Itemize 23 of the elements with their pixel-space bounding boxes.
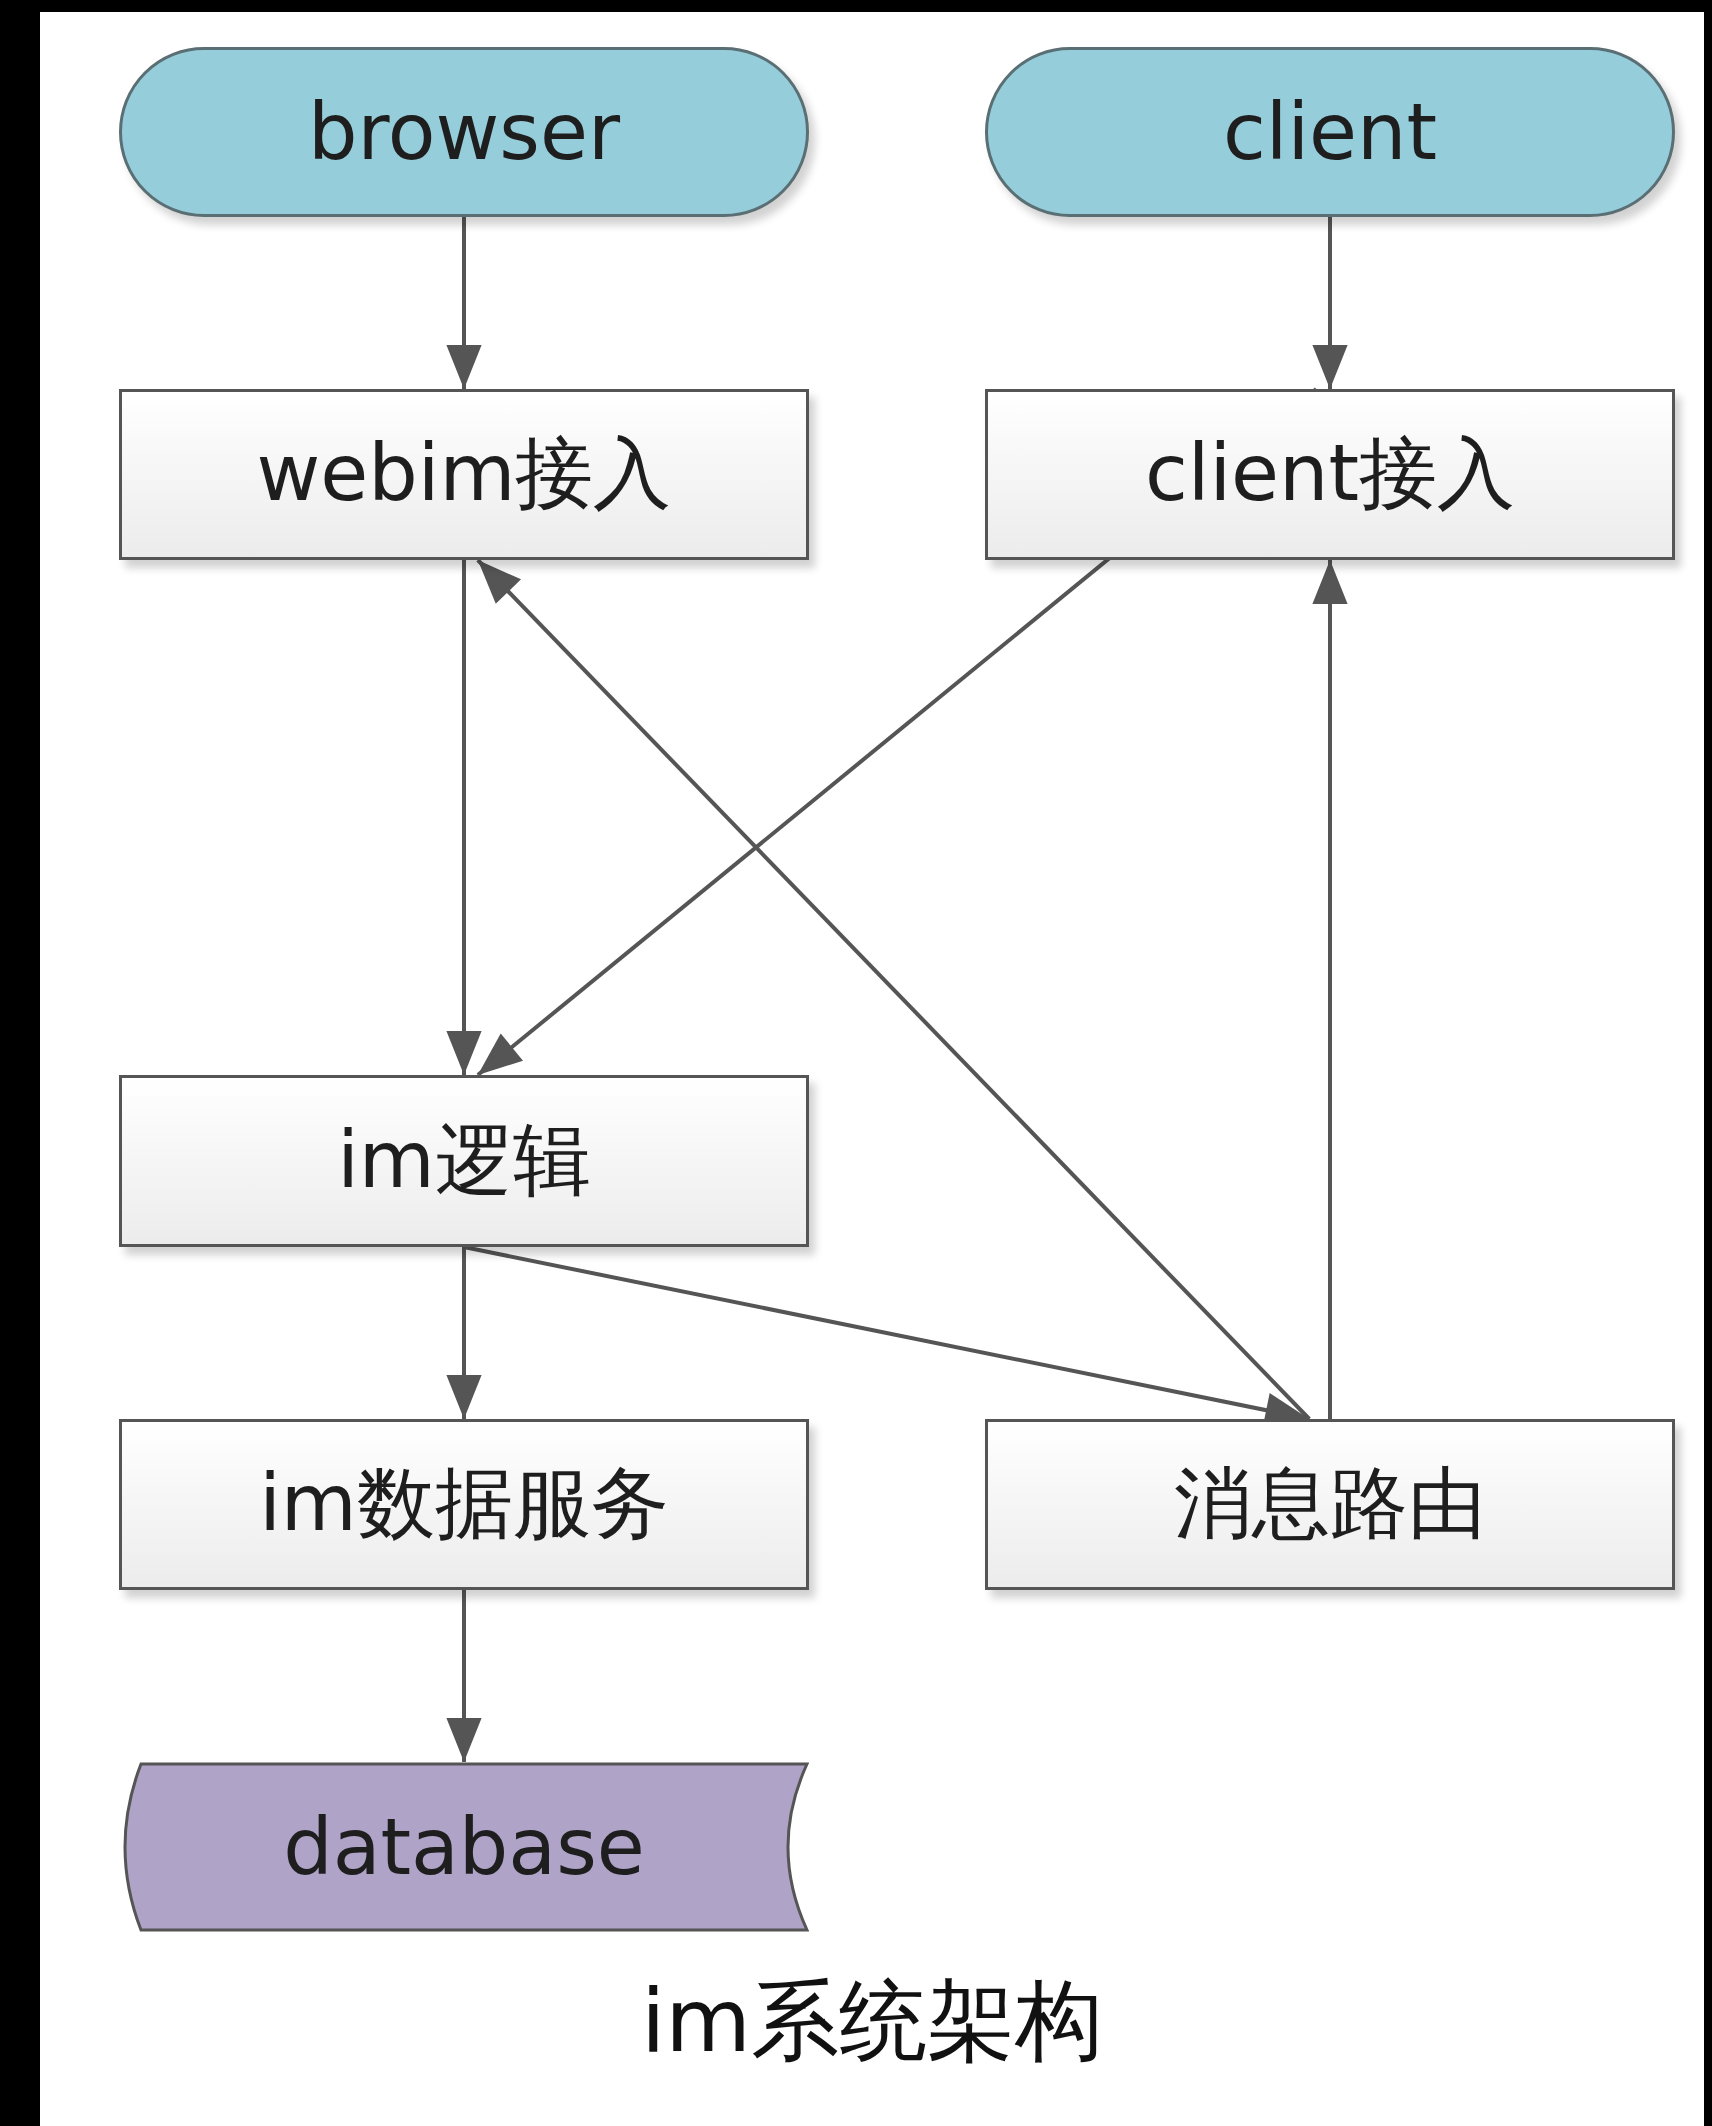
- arrow: [446, 560, 482, 1075]
- terminal-shape: [119, 47, 809, 217]
- arrow: [446, 1247, 482, 1419]
- node-label: im逻辑: [337, 1113, 591, 1207]
- process-box: [119, 1419, 809, 1590]
- arrow: [446, 1590, 482, 1762]
- process-box: [985, 1419, 1675, 1590]
- arrow: [446, 217, 482, 389]
- node-label: database: [283, 1802, 645, 1892]
- node-label: client: [1222, 87, 1438, 177]
- process-box: [985, 389, 1675, 560]
- node-label: 消息路由: [1174, 1457, 1486, 1550]
- node-label: browser: [307, 87, 621, 177]
- arrow: [476, 558, 1311, 1421]
- process-box: [119, 389, 809, 560]
- arrow: [1312, 560, 1348, 1419]
- caption: im系统架构: [639, 1968, 1105, 2074]
- node-label: client接入: [1144, 427, 1516, 520]
- node-label: webim接入: [256, 427, 672, 520]
- arrow: [1312, 217, 1348, 389]
- process-box: [119, 1075, 809, 1247]
- node-label: im数据服务: [259, 1457, 669, 1550]
- terminal-shape: [985, 47, 1675, 217]
